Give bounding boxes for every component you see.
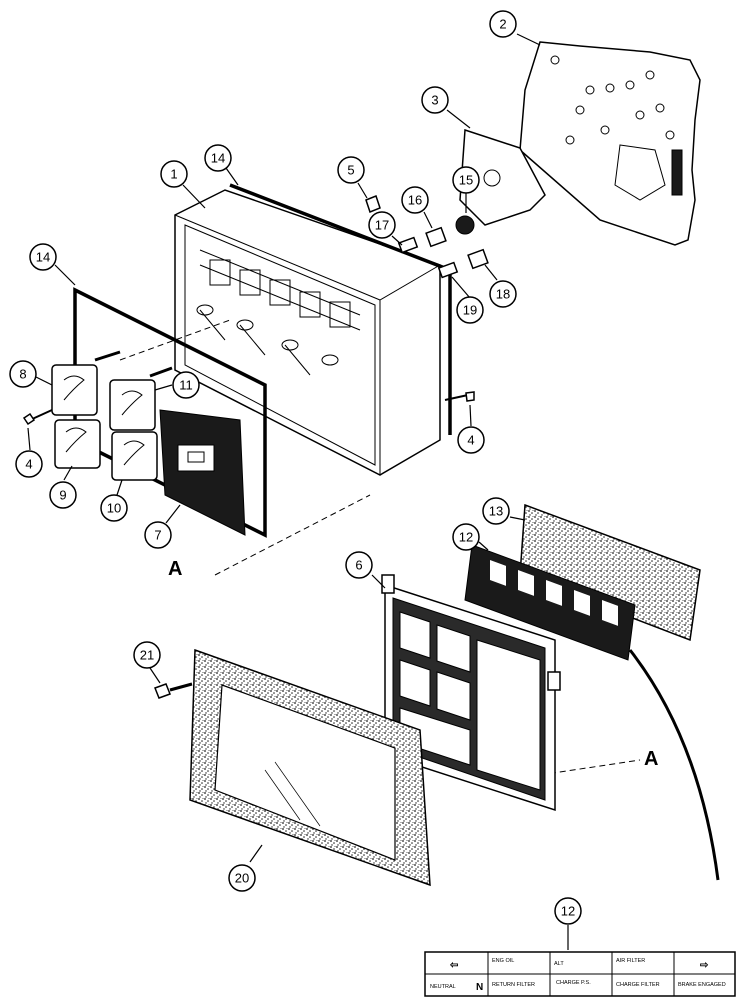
bulb-socket-group: [365, 195, 489, 279]
decal-neutral-symbol: N: [476, 982, 483, 993]
indicator-lens: [464, 544, 636, 661]
svg-text:15: 15: [459, 173, 473, 188]
main-housing: [174, 189, 441, 476]
callout-4-left: 4: [15, 450, 43, 478]
svg-text:14: 14: [211, 151, 225, 166]
svg-text:6: 6: [355, 558, 362, 573]
callout-6: 6: [345, 551, 373, 579]
svg-text:18: 18: [496, 287, 510, 302]
callout-10: 10: [100, 494, 128, 522]
callout-16: 16: [401, 186, 429, 214]
svg-text:16: 16: [408, 193, 422, 208]
callout-21: 21: [133, 641, 161, 669]
decal-brake-engaged: BRAKE ENGAGED: [678, 982, 726, 988]
callout-7: 7: [144, 521, 172, 549]
decal-charge-ps: CHARGE P.S.: [556, 980, 591, 986]
assembly-line-2: [214, 494, 371, 576]
callout-5: 5: [337, 156, 365, 184]
section-marker-a-left: A: [168, 558, 182, 580]
gasket-plate: [459, 128, 546, 226]
decal-left-arrow: ⇦: [449, 960, 459, 971]
callout-8: 8: [9, 360, 37, 388]
reference-arrow: [628, 649, 720, 881]
decal-right-arrow: ⇨: [700, 960, 709, 971]
callout-19: 19: [456, 296, 484, 324]
front-bezel: [189, 648, 431, 887]
switch-assembly-left: [51, 350, 121, 469]
callout-4-right: 4: [457, 426, 485, 454]
speckled-cover: [519, 503, 701, 642]
callout-12-decal: 12: [554, 897, 582, 925]
svg-text:12: 12: [459, 530, 473, 545]
svg-text:21: 21: [140, 648, 154, 663]
svg-text:8: 8: [19, 367, 26, 382]
assembly-line-3: [539, 759, 641, 776]
decal-neutral: NEUTRAL: [430, 984, 456, 990]
svg-text:13: 13: [489, 504, 503, 519]
callout-leaders: [27, 33, 569, 950]
decal-charge-filter: CHARGE FILTER: [616, 982, 660, 988]
gauge-module: [159, 409, 246, 536]
callout-17: 17: [368, 211, 396, 239]
svg-text:4: 4: [467, 433, 474, 448]
svg-text:10: 10: [107, 501, 121, 516]
callout-14-upper: 14: [204, 144, 232, 172]
callout-20: 20: [228, 864, 256, 892]
svg-text:3: 3: [431, 93, 438, 108]
svg-text:11: 11: [179, 378, 193, 393]
indicator-decal: ⇦ ENG OIL ALT AIR FILTER ⇨ NEUTRAL N RET…: [424, 951, 736, 997]
callout-2: 2: [489, 10, 517, 38]
decal-eng-oil: ENG OIL: [492, 958, 514, 964]
callout-1: 1: [160, 160, 188, 188]
svg-text:17: 17: [375, 218, 389, 233]
callout-14-lower: 14: [29, 243, 57, 271]
callout-13: 13: [482, 497, 510, 525]
svg-text:19: 19: [463, 303, 477, 318]
switch-assembly-right: [109, 366, 173, 481]
svg-text:5: 5: [347, 163, 354, 178]
callout-18: 18: [489, 280, 517, 308]
svg-text:7: 7: [154, 528, 161, 543]
callout-11: 11: [172, 371, 200, 399]
screw-right: [444, 391, 475, 402]
callout-9: 9: [49, 481, 77, 509]
callout-12-lens: 12: [452, 523, 480, 551]
section-marker-a-right: A: [644, 748, 658, 770]
svg-text:4: 4: [25, 457, 32, 472]
svg-text:14: 14: [36, 250, 50, 265]
svg-text:9: 9: [59, 488, 66, 503]
decal-return-filter: RETURN FILTER: [492, 982, 535, 988]
mounting-bolt: [154, 682, 193, 699]
svg-text:1: 1: [170, 167, 177, 182]
callout-15: 15: [452, 166, 480, 194]
decal-air-filter: AIR FILTER: [616, 958, 645, 964]
callout-3: 3: [421, 86, 449, 114]
svg-text:2: 2: [499, 17, 506, 32]
svg-text:20: 20: [235, 871, 249, 886]
back-plate: [519, 41, 701, 246]
svg-text:12: 12: [561, 904, 575, 919]
screw-left: [22, 409, 53, 426]
decal-alt: ALT: [554, 961, 564, 967]
